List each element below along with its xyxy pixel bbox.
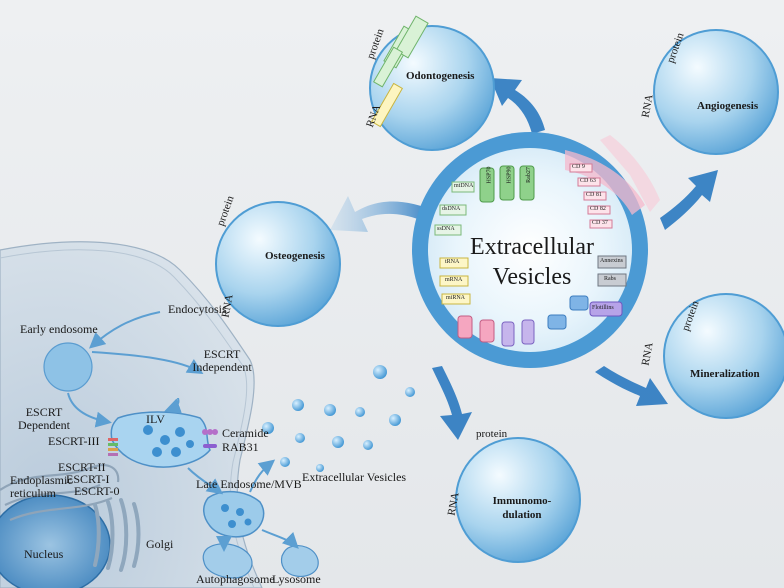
angiogenesis-title: Angiogenesis xyxy=(697,100,759,112)
immunomodulation-title-line2: dulation xyxy=(502,509,542,521)
ev-marker-rab27: Rab27 xyxy=(525,167,532,183)
ev-marker-cd9: CD 9 xyxy=(572,164,585,170)
er-label-line2: reticulum xyxy=(10,486,56,500)
escrt-dependent-label: ESCRT Dependent xyxy=(14,406,74,432)
immunomodulation-protein-label: protein xyxy=(476,428,508,440)
escrt-independent-line2: Independent xyxy=(192,360,252,374)
osteogenesis-title: Osteogenesis xyxy=(265,250,325,262)
mineralization-title: Mineralization xyxy=(690,368,760,380)
ev-marker-rabs: Rabs xyxy=(604,276,616,282)
outward-arrows xyxy=(330,78,718,440)
endocytosis-label: Endocytosis xyxy=(168,302,227,316)
nucleus-label: Nucleus xyxy=(24,547,64,561)
ev-marker-cd82: CD 82 xyxy=(590,206,606,212)
pathway-arrows xyxy=(67,311,299,552)
ev-marker-cd81: CD 81 xyxy=(586,192,602,198)
ev-marker-annexins-side: Annexins xyxy=(600,258,623,264)
ev-marker-mrna: mRNA xyxy=(445,277,463,283)
lysosome xyxy=(280,545,319,577)
ilv-vesicles xyxy=(143,425,194,457)
ev-marker-hsp70: HSP70 xyxy=(486,166,493,184)
ceramide-rab-markers xyxy=(202,429,218,448)
ev-marker-trna: tRNA xyxy=(445,259,460,265)
escrt-dependent-line2: Dependent xyxy=(18,418,70,432)
er-label-line1: Endoplasmic xyxy=(10,473,73,487)
extracellular-vesicles-label: Extracellular Vesicles xyxy=(302,470,407,484)
ev-marker-mtdna: mtDNA xyxy=(454,183,474,189)
autophagosome-label: Autophagosome xyxy=(196,572,275,586)
ev-marker-flotillins: Flotillins xyxy=(592,305,614,311)
endoplasmic-reticulum xyxy=(0,464,120,522)
early-endosome xyxy=(43,342,93,392)
rab31-label: RAB31 xyxy=(222,440,259,454)
sphere-odontogenesis xyxy=(369,15,495,151)
escrt-ii-label: ESCRT-II xyxy=(58,460,106,474)
golgi-label: Golgi xyxy=(146,537,174,551)
ev-marker-boxes xyxy=(434,163,627,347)
escrt-i-label: ESCRT-I xyxy=(66,472,110,486)
released-vesicles xyxy=(262,365,415,472)
escrt-iii-label: ESCRT-III xyxy=(48,434,100,448)
autophagosome xyxy=(202,543,253,579)
sphere-angiogenesis xyxy=(653,29,779,155)
ev-title-line2: Vesicles xyxy=(492,264,572,290)
immunomodulation-title: Immunomo- dulation xyxy=(480,494,564,522)
ev-main-title: Extracellular Vesicles xyxy=(462,232,602,292)
immunomodulation-title-line1: Immunomo- xyxy=(492,495,552,507)
ceramide-label: Ceramide xyxy=(222,426,269,440)
escrt-dependent-line1: ESCRT xyxy=(25,405,63,419)
lysosome-label: Lysosome xyxy=(272,572,321,586)
late-endosome-label: Late Endosome/MVB xyxy=(196,477,302,491)
early-endosome-label: Early endosome xyxy=(20,322,98,336)
ev-marker-cd37: CD 37 xyxy=(592,220,608,226)
golgi xyxy=(93,498,141,572)
escrt-independent-line1: ESCRT xyxy=(203,347,241,361)
ev-marker-cd63: CD 63 xyxy=(580,178,596,184)
ev-marker-dsdna: dsDNA xyxy=(442,206,461,212)
ev-title-line1: Extracellular xyxy=(470,234,594,260)
ev-marker-mirna: miRNA xyxy=(446,295,466,301)
ilv-label: ILV xyxy=(146,412,165,426)
sphere-mineralization xyxy=(663,293,784,419)
sphere-osteogenesis xyxy=(215,201,341,327)
sphere-immunomodulation xyxy=(455,437,581,563)
escrt-independent-label: ESCRT Independent xyxy=(182,348,262,374)
ev-marker-ssdna: ssDNA xyxy=(437,226,455,232)
ev-marker-hsp90: HSP90 xyxy=(506,166,513,184)
escrt-0-label: ESCRT-0 xyxy=(74,484,120,498)
er-label: Endoplasmic reticulum xyxy=(10,474,73,500)
late-endosome xyxy=(203,490,265,538)
late-endosome-vesicles xyxy=(221,504,252,528)
escrt-markers xyxy=(108,438,118,456)
odontogenesis-title: Odontogenesis xyxy=(406,70,475,82)
